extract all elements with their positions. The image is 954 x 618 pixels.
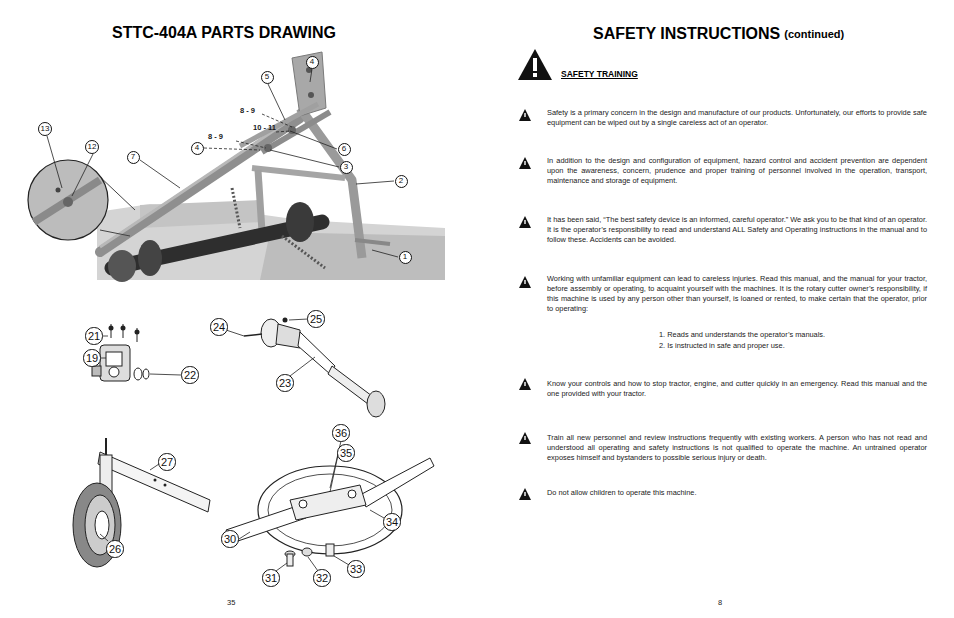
callout-number: 4 — [195, 144, 199, 152]
callout-number: 6 — [342, 145, 346, 153]
callout-circle: 12 — [85, 140, 99, 154]
list-item: 1. Reads and understands the operator’s … — [659, 330, 825, 340]
callout-number: 7 — [131, 153, 135, 161]
dimension-note: 8 - 9 — [208, 132, 223, 142]
callout-circle: 31 — [262, 569, 279, 586]
callout-number: 36 — [335, 428, 347, 439]
leader-lines — [226, 319, 315, 376]
callout-circle: 23 — [276, 374, 293, 391]
callout-circle: 36 — [332, 424, 349, 441]
callout-circle: 35 — [337, 444, 354, 461]
dimension-note: 10 - 11 — [253, 123, 276, 133]
paragraph: It has been said, “The best safety devic… — [547, 215, 927, 245]
dimension-note: 8 - 9 — [240, 106, 255, 116]
callout-circle: 5 — [261, 71, 274, 84]
leader-lines — [239, 441, 384, 571]
section-subtitle: (continued) — [784, 27, 844, 42]
list-item: 2. Is instructed in safe and proper use. — [659, 341, 785, 351]
leader-lines — [101, 336, 181, 375]
paragraph: Know your controls and how to stop tract… — [547, 379, 927, 399]
subsection-heading: SAFETY TRAINING — [561, 69, 638, 80]
callout-number: 1 — [403, 253, 407, 261]
callout-circle: 4 — [306, 56, 319, 69]
tail-wheel — [73, 438, 210, 567]
callout-number: 13 — [41, 125, 50, 133]
section-title: SAFETY INSTRUCTIONS — [593, 23, 780, 45]
callout-number: 35 — [340, 448, 352, 459]
blade-carrier — [226, 458, 434, 566]
callout-number: 33 — [350, 564, 362, 575]
callout-number: 32 — [316, 573, 328, 584]
callout-circle: 4 — [191, 142, 204, 155]
page-title: STTC-404A PARTS DRAWING — [112, 22, 336, 44]
leader-lines — [47, 69, 398, 257]
callout-circle: 34 — [383, 513, 400, 530]
callout-circle: 21 — [85, 327, 102, 344]
callout-circle: 33 — [347, 560, 364, 577]
callout-number: 25 — [310, 314, 322, 325]
paragraph: Do not allow children to operate this ma… — [547, 488, 927, 498]
callout-number: 23 — [279, 378, 291, 389]
warning-icons — [518, 49, 552, 500]
callout-circle: 1 — [399, 251, 412, 264]
callout-number: 3 — [344, 163, 348, 171]
callout-circle: 7 — [127, 151, 140, 164]
hitch-photo — [28, 52, 445, 282]
callout-circle: 25 — [307, 310, 324, 327]
paragraph: Working with unfamiliar equipment can le… — [547, 274, 927, 314]
callout-circle: 6 — [338, 143, 351, 156]
page-number: 8 — [718, 598, 722, 608]
callout-number: 5 — [265, 73, 269, 81]
callout-number: 24 — [213, 322, 225, 333]
callout-circle: 32 — [313, 569, 330, 586]
callout-circle: 13 — [38, 122, 52, 136]
callout-number: 4 — [310, 58, 314, 66]
callout-circle: 30 — [221, 530, 238, 547]
callout-number: 22 — [184, 370, 196, 381]
callout-circle: 26 — [106, 540, 123, 557]
paragraph: Safety is a primary concern in the desig… — [547, 108, 927, 128]
callout-number: 27 — [161, 457, 173, 468]
callout-circle: 19 — [83, 349, 100, 366]
callout-number: 12 — [88, 143, 97, 151]
callout-circle: 27 — [158, 453, 175, 470]
callout-circle: 24 — [210, 318, 227, 335]
paragraph: Train all new personnel and review instr… — [547, 433, 927, 463]
callout-number: 26 — [109, 544, 121, 555]
driveline — [244, 318, 385, 418]
callout-number: 31 — [265, 573, 277, 584]
callout-number: 30 — [224, 534, 236, 545]
callout-number: 34 — [386, 517, 398, 528]
callout-number: 19 — [86, 353, 98, 364]
callout-circle: 3 — [340, 161, 353, 174]
leader-lines — [100, 464, 159, 541]
paragraph: In addition to the design and configurat… — [547, 156, 927, 186]
callout-circle: 22 — [181, 366, 198, 383]
callout-number: 2 — [399, 177, 403, 185]
callout-circle: 2 — [395, 175, 408, 188]
page-number: 35 — [227, 598, 235, 608]
callout-number: 21 — [88, 331, 100, 342]
